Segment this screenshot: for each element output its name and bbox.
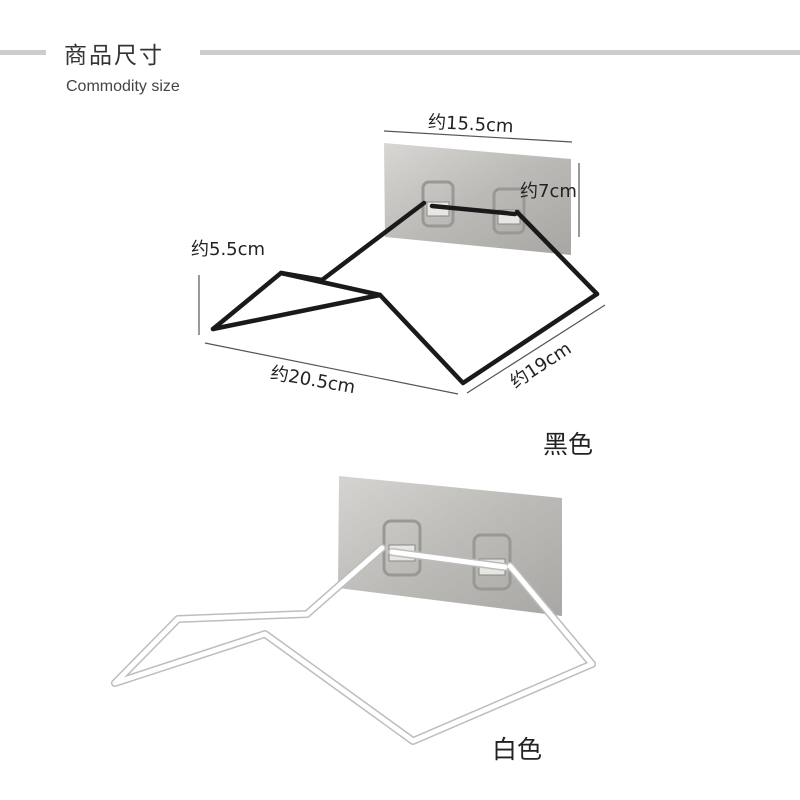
black-variant-label: 黑色: [543, 430, 594, 459]
header-rule-right: [200, 50, 800, 55]
dimension-plate-height: 约7cm: [520, 181, 577, 202]
dimension-rack-height: 约5.5cm: [191, 239, 266, 260]
header-rule-left: [0, 50, 46, 55]
white-variant-label: 白色: [492, 735, 543, 764]
black-rack-frame: [210, 200, 600, 386]
white-rack-plate: [338, 476, 562, 616]
section-subtitle: Commodity size: [66, 78, 180, 95]
white-rack-frame: [112, 545, 595, 744]
section-title: 商品尺寸: [64, 43, 164, 69]
dimension-lines: [198, 130, 606, 395]
